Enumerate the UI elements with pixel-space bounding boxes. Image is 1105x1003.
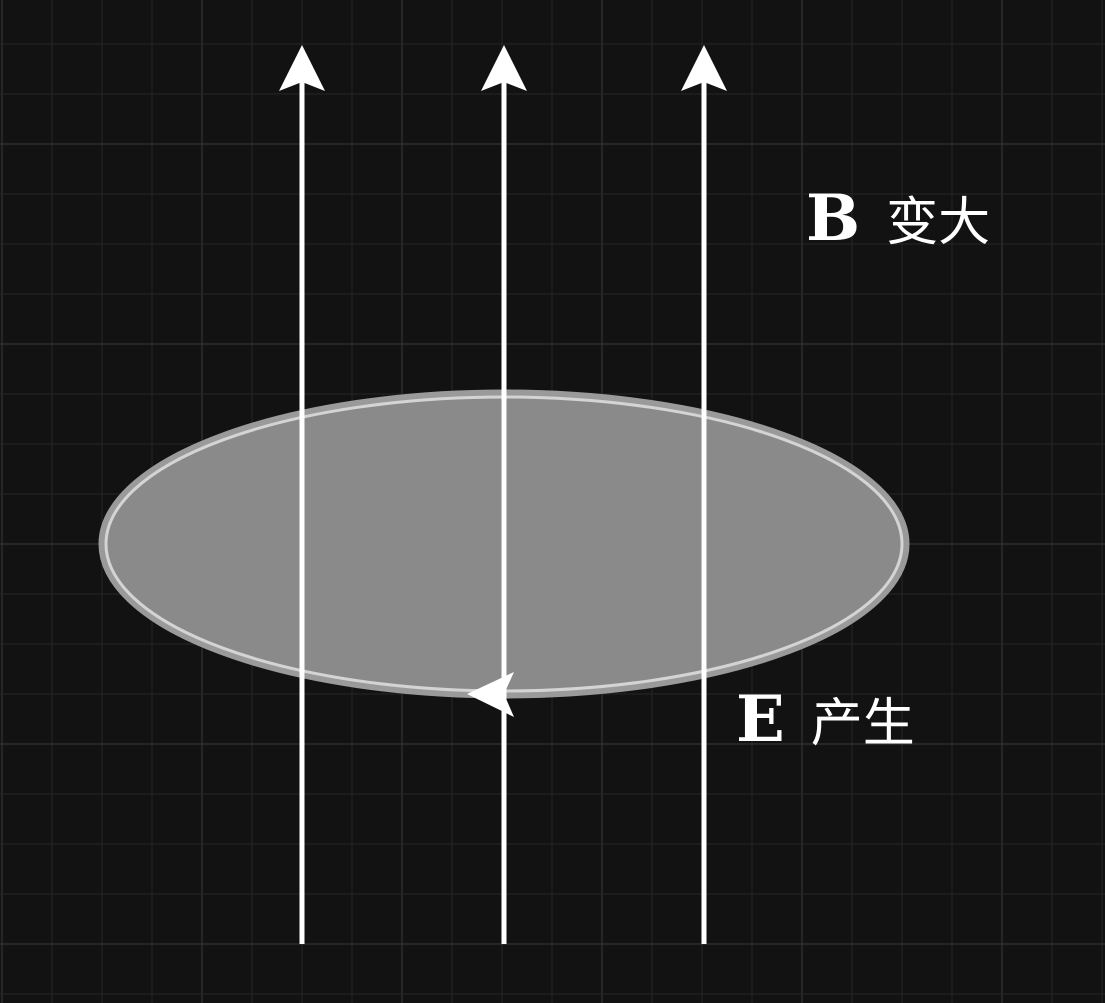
b-field-label: B 变大: [806, 181, 990, 256]
b-change-text: 变大: [886, 193, 990, 253]
arrow-up-icon: [481, 45, 527, 91]
field-line-middle: [481, 45, 527, 944]
e-produced-text: 产生: [811, 694, 915, 754]
arrow-up-icon: [681, 45, 727, 91]
b-symbol: B: [806, 181, 860, 256]
field-line-left: [279, 45, 325, 944]
arrow-up-icon: [279, 45, 325, 91]
e-symbol: E: [736, 682, 785, 757]
e-field-label: E 产生: [736, 682, 915, 757]
magnetic-field-lines: [279, 45, 727, 944]
arrow-left-icon: [467, 672, 514, 717]
field-line-right: [681, 45, 727, 944]
